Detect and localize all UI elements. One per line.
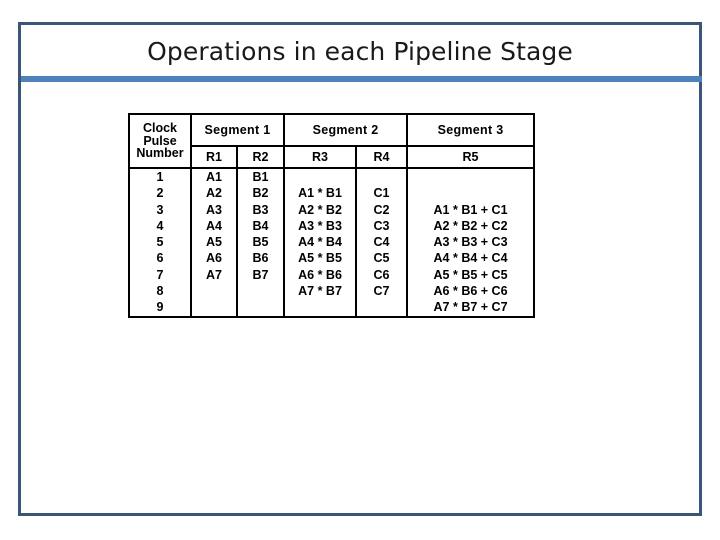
cell-clock: 6 [128, 250, 192, 267]
cell-r4: C1 [355, 185, 409, 202]
cell-r4: C3 [355, 217, 409, 235]
cell-r5: A4 * B4 + C4 [406, 250, 536, 267]
table-group-header-row: Clock Pulse Number Segment 1 Segment 2 S… [128, 113, 536, 169]
cell-clock: 3 [128, 201, 192, 218]
cell-clock: 8 [128, 283, 192, 300]
cell-r2: B3 [235, 201, 286, 218]
table-header: Clock Pulse Number Segment 1 Segment 2 S… [128, 113, 536, 169]
cell-r3: A5 * B5 [283, 250, 358, 267]
cell-r4: C2 [355, 201, 409, 218]
cell-r4: C5 [355, 250, 409, 267]
cell-r2: B5 [235, 234, 286, 251]
cell-r1 [190, 299, 238, 318]
header-clock-line-3: Number [136, 146, 184, 161]
slide-title-area: Operations in each Pipeline Stage [21, 25, 699, 77]
cell-r4 [355, 299, 409, 318]
cell-r2: B6 [235, 250, 286, 267]
cell-clock: 9 [128, 299, 192, 318]
header-register-r2: R2 [235, 145, 286, 169]
cell-clock: 7 [128, 266, 192, 284]
cell-r3: A1 * B1 [283, 185, 358, 202]
cell-r5: A5 * B5 + C5 [406, 266, 536, 284]
cell-r1: A5 [190, 234, 238, 251]
cell-r2: B4 [235, 217, 286, 235]
cell-r3: A3 * B3 [283, 217, 358, 235]
cell-r5 [406, 185, 536, 202]
cell-r1: A4 [190, 217, 238, 235]
header-register-r1: R1 [190, 145, 238, 169]
cell-r5: A7 * B7 + C7 [406, 299, 536, 318]
cell-r4: C4 [355, 234, 409, 251]
header-segment-1: Segment 1 [189, 113, 286, 147]
cell-r2: B7 [235, 266, 286, 284]
header-register-r4: R4 [355, 145, 409, 169]
header-clock-line-1: Clock [142, 121, 178, 136]
cell-r3 [283, 299, 358, 318]
header-clock-line-2: Pulse [143, 133, 177, 148]
header-clock-pulse-number: Clock Pulse Number [128, 113, 192, 169]
header-segment-3: Segment 3 [406, 113, 536, 147]
cell-r5 [406, 166, 536, 186]
cell-r3: A2 * B2 [283, 201, 358, 218]
cell-r2 [235, 283, 286, 300]
cell-r2: B2 [235, 185, 286, 202]
table-row: 9 A7 * B7 + C7 [128, 299, 536, 318]
cell-r2: B1 [235, 166, 286, 186]
cell-r1: A6 [190, 250, 238, 267]
cell-r5: A1 * B1 + C1 [406, 201, 536, 218]
cell-r3 [283, 166, 358, 186]
cell-r4: C6 [355, 266, 409, 284]
cell-r4: C7 [355, 283, 409, 300]
cell-clock: 1 [128, 166, 192, 186]
cell-clock: 2 [128, 185, 192, 202]
cell-r2 [235, 299, 286, 318]
cell-clock: 5 [128, 234, 192, 251]
pipeline-stage-table: Clock Pulse Number Segment 1 Segment 2 S… [128, 113, 536, 318]
cell-r3: A7 * B7 [283, 283, 358, 300]
page-title: Operations in each Pipeline Stage [147, 36, 573, 66]
cell-r5: A2 * B2 + C2 [406, 217, 536, 235]
header-register-r5: R5 [406, 145, 536, 169]
cell-r3: A4 * B4 [283, 234, 358, 251]
cell-r1: A7 [190, 266, 238, 284]
cell-clock: 4 [128, 217, 192, 235]
header-register-r3: R3 [283, 145, 358, 169]
cell-r4 [355, 166, 409, 186]
cell-r5: A3 * B3 + C3 [406, 234, 536, 251]
title-divider-rule [21, 76, 702, 82]
slide-border-frame [18, 22, 702, 516]
header-segment-2: Segment 2 [283, 113, 409, 147]
cell-r1: A1 [190, 166, 238, 186]
cell-r5: A6 * B6 + C6 [406, 283, 536, 300]
table-register-header-row: R1 R2 R3 R4 R5 [129, 145, 536, 169]
cell-r1: A2 [190, 185, 238, 202]
cell-r3: A6 * B6 [283, 266, 358, 284]
cell-r1 [190, 283, 238, 300]
cell-r1: A3 [190, 201, 238, 218]
